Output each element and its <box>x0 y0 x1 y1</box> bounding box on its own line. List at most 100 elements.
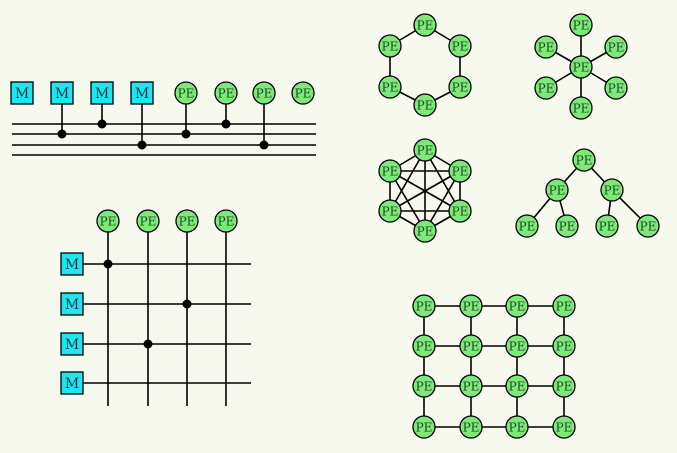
pe-label: PE <box>452 165 469 179</box>
pe-node: PE <box>505 374 529 398</box>
fully-connected-network: PE PE PE PE PE PE <box>378 138 472 243</box>
pe-label: PE <box>178 87 195 101</box>
pe-label: PE <box>463 340 480 354</box>
pe-label: PE <box>608 82 625 96</box>
memory-node: M <box>90 81 114 105</box>
junction-dot <box>221 119 231 129</box>
pe-circle <box>505 415 529 439</box>
pe-label: PE <box>559 220 576 234</box>
pe-circle <box>505 374 529 398</box>
junction-dot <box>103 259 113 269</box>
pe-node: PE <box>600 178 624 202</box>
pe-node: PE <box>552 334 576 358</box>
pe-label: PE <box>452 81 469 95</box>
pe-circle <box>378 159 402 183</box>
pe-circle <box>545 178 569 202</box>
pe-circle <box>448 75 472 99</box>
pe-circle <box>555 214 579 238</box>
pe-label: PE <box>509 300 526 314</box>
pe-circle <box>569 13 593 37</box>
pe-node: PE <box>515 214 539 238</box>
pe-label: PE <box>576 154 593 168</box>
pe-label: PE <box>417 225 434 239</box>
pe-node: PE <box>505 334 529 358</box>
pe-node: PE <box>459 374 483 398</box>
pe-node: PE <box>378 34 402 58</box>
pe-label: PE <box>382 40 399 54</box>
memory-node: M <box>60 252 84 276</box>
pe-circle <box>214 81 238 105</box>
pe-label: PE <box>295 87 312 101</box>
pe-circle <box>175 209 199 233</box>
pe-node: PE <box>252 81 276 105</box>
pe-node: PE <box>552 294 576 318</box>
memory-box <box>60 252 84 276</box>
pe-label: PE <box>382 81 399 95</box>
junction-dot <box>97 119 107 129</box>
pe-circle <box>214 209 238 233</box>
pe-circle <box>459 374 483 398</box>
pe-circle <box>534 76 558 100</box>
pe-label: PE <box>573 19 590 33</box>
pe-label: PE <box>452 40 469 54</box>
pe-node: PE <box>378 159 402 183</box>
memory-label: M <box>95 86 109 102</box>
pe-node: PE <box>505 415 529 439</box>
pe-label: PE <box>599 220 616 234</box>
memory-node: M <box>60 371 84 395</box>
pe-circle <box>448 34 472 58</box>
pe-node: PE <box>412 334 436 358</box>
pe-label: PE <box>140 215 157 229</box>
pe-label: PE <box>416 300 433 314</box>
pe-circle <box>412 374 436 398</box>
pe-circle <box>412 334 436 358</box>
pe-label: PE <box>509 421 526 435</box>
pe-circle <box>459 415 483 439</box>
pe-label: PE <box>538 82 555 96</box>
memory-box <box>60 292 84 316</box>
pe-label: PE <box>100 215 117 229</box>
junction-dot <box>259 140 269 150</box>
pe-label: PE <box>463 380 480 394</box>
pe-label: PE <box>416 421 433 435</box>
pe-circle <box>448 199 472 223</box>
pe-label: PE <box>604 184 621 198</box>
pe-label: PE <box>556 421 573 435</box>
memory-node: M <box>130 81 154 105</box>
pe-circle <box>412 415 436 439</box>
memory-box <box>90 81 114 105</box>
pe-node: PE <box>569 96 593 120</box>
pe-circle <box>448 159 472 183</box>
pe-circle <box>136 209 160 233</box>
pe-node: PE <box>534 76 558 100</box>
pe-label: PE <box>382 205 399 219</box>
pe-circle <box>505 334 529 358</box>
full-link <box>389 170 461 212</box>
pe-circle <box>459 294 483 318</box>
pe-node: PE <box>214 209 238 233</box>
memory-node: M <box>10 81 34 105</box>
pe-circle <box>413 219 437 243</box>
pe-circle <box>291 81 315 105</box>
pe-node: PE <box>413 138 437 162</box>
pe-node: PE <box>378 75 402 99</box>
pe-circle <box>595 214 619 238</box>
pe-label: PE <box>463 421 480 435</box>
pe-label: PE <box>538 41 555 55</box>
pe-node: PE <box>413 13 437 37</box>
junction-dot <box>57 129 67 139</box>
pe-node: PE <box>412 374 436 398</box>
pe-label: PE <box>519 220 536 234</box>
pe-node: PE <box>459 294 483 318</box>
memory-box <box>60 332 84 356</box>
pe-node: PE <box>595 214 619 238</box>
pe-node: PE <box>448 199 472 223</box>
memory-box <box>130 81 154 105</box>
pe-circle <box>569 55 593 79</box>
junction-dot <box>137 140 147 150</box>
pe-circle <box>96 209 120 233</box>
